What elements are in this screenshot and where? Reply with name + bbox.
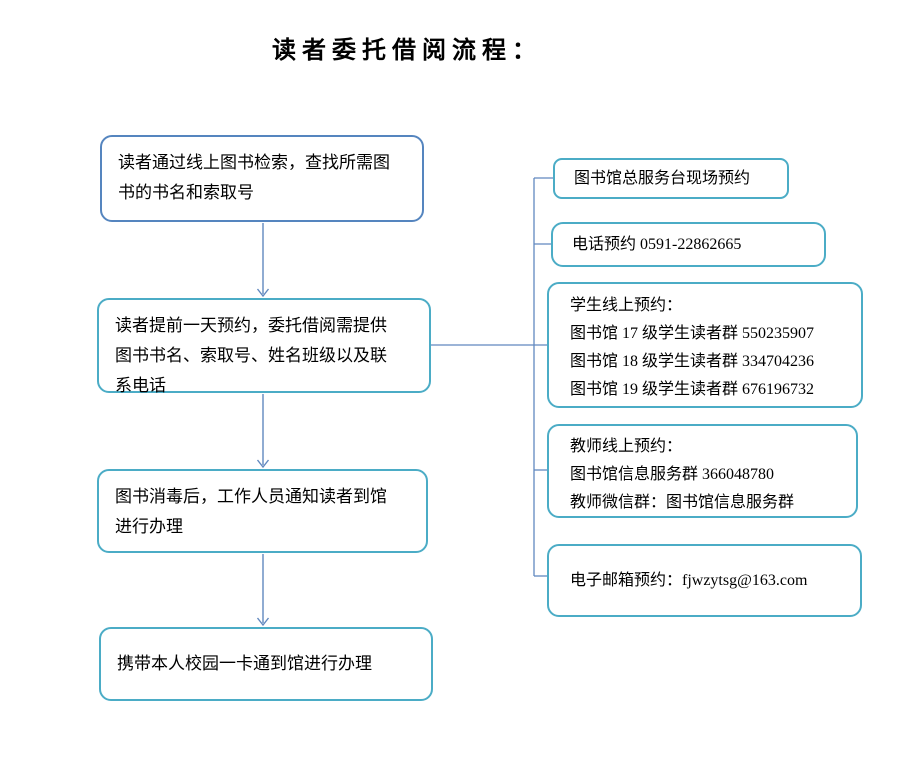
flow-step-disinfect-label: 图书消毒后，工作人员通知读者到馆进行办理 (115, 487, 387, 536)
channel-phone-label: 电话预约 0591-22862665 (572, 235, 742, 253)
channel-teacher-wechat-group: 教师微信群：图书馆信息服务群 (570, 494, 795, 511)
flow-step-reserve-label: 读者提前一天预约，委托借阅需提供图书书名、索取号、姓名班级以及联系电话 (115, 316, 387, 395)
flow-step-pickup-box: 携带本人校园一卡通到馆进行办理 (99, 627, 433, 701)
arrow-step3-to-step4 (256, 554, 270, 627)
branch-connector (431, 177, 553, 577)
channel-teacher-info-group: 图书馆信息服务群 366048780 (570, 466, 775, 483)
channel-phone-box: 电话预约 0591-22862665 (551, 222, 826, 267)
page-title: 读 者 委 托 借 阅 流 程 ： (272, 38, 536, 64)
channel-student-online-box: 学生线上预约： 图书馆 17 级学生读者群 550235907 图书馆 18 级… (547, 282, 863, 408)
channel-student-group-17: 图书馆 17 级学生读者群 550235907 (570, 325, 815, 342)
channel-email-box: 电子邮箱预约：fjwzytsg@163.com (547, 544, 862, 617)
channel-front-desk-label: 图书馆总服务台现场预约 (574, 169, 751, 187)
channel-student-online-title: 学生线上预约： (570, 297, 683, 314)
flow-step-disinfect-box: 图书消毒后，工作人员通知读者到馆进行办理 (97, 469, 428, 553)
arrow-step2-to-step3 (256, 394, 270, 469)
channel-student-group-19: 图书馆 19 级学生读者群 676196732 (570, 381, 815, 398)
flow-step-search-box: 读者通过线上图书检索，查找所需图书的书名和索取号 (100, 135, 424, 222)
channel-teacher-online-box: 教师线上预约： 图书馆信息服务群 366048780 教师微信群：图书馆信息服务… (547, 424, 858, 518)
arrow-step1-to-step2 (256, 223, 270, 298)
channel-email-label: 电子邮箱预约：fjwzytsg@163.com (570, 571, 808, 589)
channel-teacher-online-title: 教师线上预约： (570, 438, 683, 455)
flow-step-pickup-label: 携带本人校园一卡通到馆进行办理 (117, 654, 372, 673)
flow-step-search-label: 读者通过线上图书检索，查找所需图书的书名和索取号 (118, 153, 390, 202)
flow-step-reserve-box: 读者提前一天预约，委托借阅需提供图书书名、索取号、姓名班级以及联系电话 (97, 298, 431, 395)
channel-front-desk-box: 图书馆总服务台现场预约 (553, 158, 789, 199)
channel-student-group-18: 图书馆 18 级学生读者群 334704236 (570, 353, 815, 370)
